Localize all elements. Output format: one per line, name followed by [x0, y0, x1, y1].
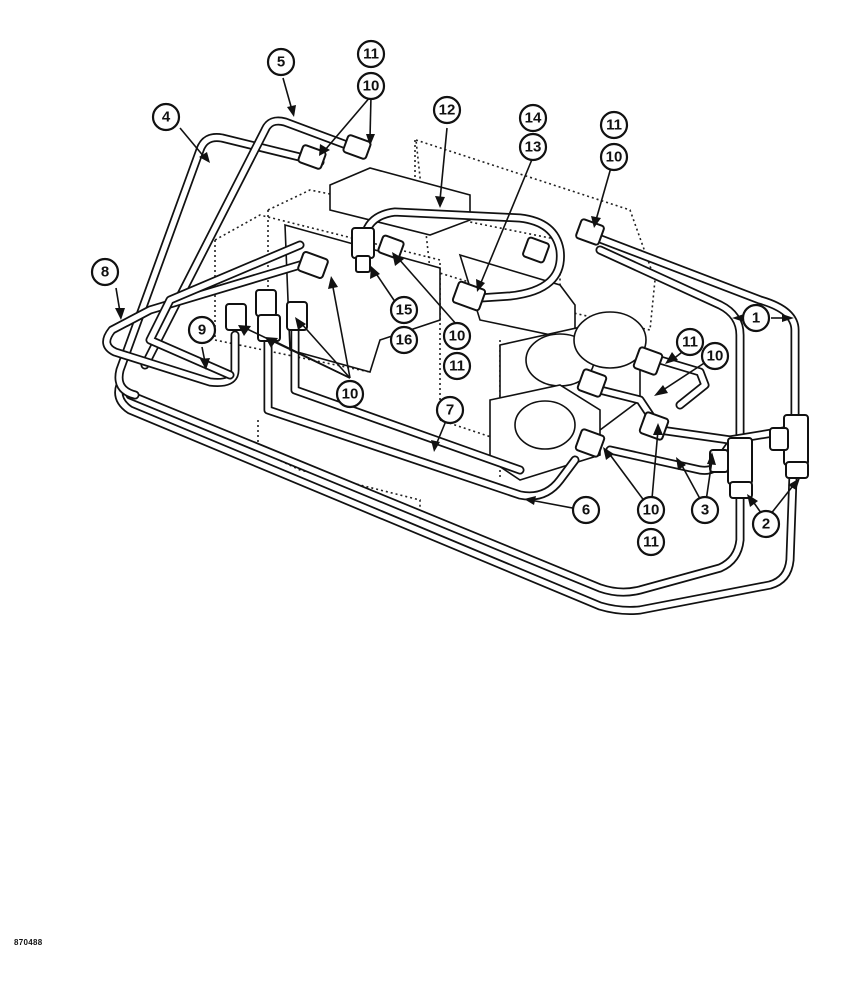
callout-13: 13: [518, 132, 548, 162]
callout-4: 4: [151, 102, 181, 132]
callout-7: 7: [435, 395, 465, 425]
svg-text:15: 15: [396, 302, 413, 319]
svg-text:10: 10: [363, 78, 380, 95]
callout-6: 6: [571, 495, 601, 525]
callout-11-center: 11: [442, 351, 472, 381]
fitting-nut: [297, 144, 327, 170]
callout-10-center: 10: [442, 321, 472, 351]
callout-16: 16: [389, 325, 419, 355]
fitting-nut: [575, 218, 605, 246]
fitting-nut: [257, 314, 281, 342]
callout-11-right-top: 11: [599, 110, 629, 140]
fitting-elbow: [351, 227, 375, 259]
callout-12: 12: [432, 95, 462, 125]
callout-10-top: 10: [356, 71, 386, 101]
leader-lines: [115, 77, 800, 521]
valve-block: [284, 167, 647, 481]
svg-text:11: 11: [449, 358, 465, 375]
callout-10-right-top: 10: [599, 142, 629, 172]
fitting-nut: [225, 303, 247, 331]
callouts: 1 2 3 4 5 6 7 8 9 10 10 10 10 10 10 11 1…: [90, 39, 781, 557]
callout-3: 3: [690, 495, 720, 525]
svg-text:11: 11: [682, 334, 698, 351]
svg-text:11: 11: [606, 117, 622, 134]
callout-11-bottom: 11: [636, 527, 666, 557]
svg-text:10: 10: [707, 348, 724, 365]
callout-1: 1: [741, 303, 771, 333]
callout-11-top: 11: [356, 39, 386, 69]
fitting-nut: [377, 234, 405, 260]
fitting-nut: [576, 368, 608, 398]
svg-text:4: 4: [162, 109, 171, 126]
fitting-nut: [785, 461, 809, 479]
callout-10-left: 10: [335, 379, 365, 409]
fitting-nut: [632, 346, 664, 376]
svg-text:10: 10: [643, 502, 660, 519]
svg-text:9: 9: [198, 322, 206, 339]
fitting-nut: [342, 134, 372, 160]
svg-text:10: 10: [606, 149, 623, 166]
svg-text:10: 10: [342, 386, 359, 403]
callout-8: 8: [90, 257, 120, 287]
svg-text:3: 3: [701, 502, 709, 519]
callout-10-right: 10: [700, 341, 730, 371]
fitting-nut: [255, 289, 277, 317]
svg-text:11: 11: [643, 534, 659, 551]
svg-text:10: 10: [449, 328, 466, 345]
svg-text:5: 5: [277, 54, 285, 71]
figure-reference-number: 870488: [14, 938, 43, 947]
svg-text:6: 6: [582, 502, 590, 519]
fitting-nut: [729, 481, 753, 499]
callout-15: 15: [389, 295, 419, 325]
fitting-elbow: [355, 255, 371, 273]
callout-5: 5: [266, 47, 296, 77]
svg-text:2: 2: [762, 516, 770, 533]
svg-text:1: 1: [752, 310, 760, 327]
svg-text:8: 8: [101, 264, 109, 281]
svg-text:12: 12: [439, 102, 456, 119]
fitting-nut: [769, 427, 789, 451]
callout-14: 14: [518, 103, 548, 133]
callout-10-bottom: 10: [636, 495, 666, 525]
callout-2: 2: [751, 509, 781, 539]
svg-text:13: 13: [525, 139, 542, 156]
svg-text:14: 14: [525, 110, 542, 127]
callout-9: 9: [187, 315, 217, 345]
callout-11-right: 11: [675, 327, 705, 357]
fitting-nut: [297, 251, 329, 279]
fitting-nut: [522, 236, 550, 264]
fitting-nut: [574, 428, 606, 458]
fitting-tee: [727, 437, 753, 485]
fitting-nut: [638, 411, 670, 441]
svg-text:7: 7: [446, 402, 454, 419]
svg-text:11: 11: [363, 46, 379, 63]
fittings: [225, 134, 809, 499]
svg-text:16: 16: [396, 332, 413, 349]
